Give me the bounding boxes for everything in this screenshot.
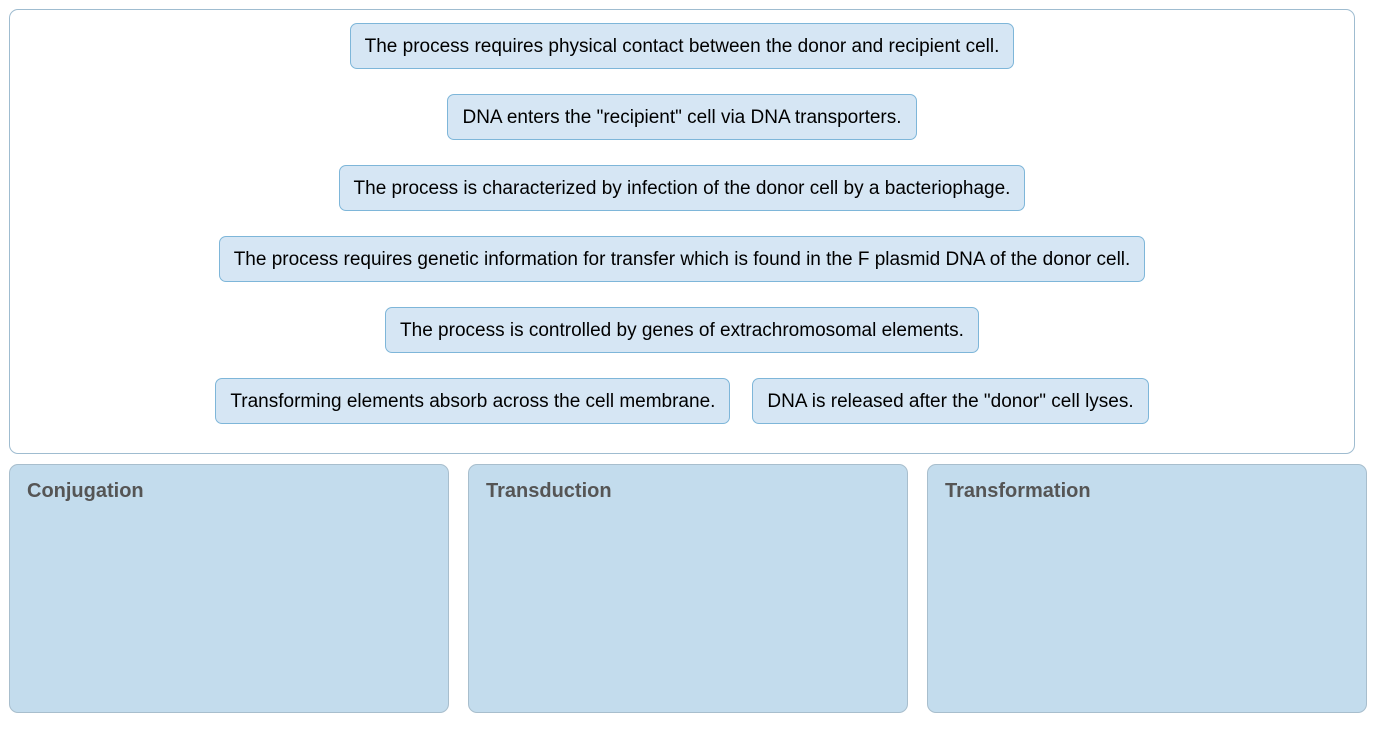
- statement-row: The process requires physical contact be…: [10, 23, 1354, 69]
- dropzone-title: Transformation: [945, 480, 1091, 502]
- dropzone-transformation[interactable]: Transformation: [927, 464, 1367, 713]
- draggable-statement-chip[interactable]: DNA enters the "recipient" cell via DNA …: [447, 94, 917, 140]
- statement-row: DNA enters the "recipient" cell via DNA …: [10, 94, 1354, 140]
- statement-row: The process requires genetic information…: [10, 236, 1354, 282]
- draggable-statement-chip[interactable]: The process requires genetic information…: [218, 236, 1146, 282]
- statement-row: Transforming elements absorb across the …: [10, 378, 1354, 424]
- statement-pool: The process requires physical contact be…: [9, 9, 1355, 454]
- draggable-statement-chip[interactable]: The process requires physical contact be…: [349, 23, 1015, 69]
- dropzone-transduction[interactable]: Transduction: [468, 464, 908, 713]
- draggable-statement-chip[interactable]: DNA is released after the "donor" cell l…: [752, 378, 1149, 424]
- dropzone-title: Transduction: [486, 480, 612, 502]
- dropzone-title: Conjugation: [27, 480, 144, 502]
- draggable-statement-chip[interactable]: The process is controlled by genes of ex…: [385, 307, 979, 353]
- statement-row: The process is controlled by genes of ex…: [10, 307, 1354, 353]
- draggable-statement-chip[interactable]: Transforming elements absorb across the …: [215, 378, 731, 424]
- draggable-statement-chip[interactable]: The process is characterized by infectio…: [338, 165, 1026, 211]
- category-dropzone-list: Conjugation Transduction Transformation: [9, 464, 1367, 714]
- statement-row: The process is characterized by infectio…: [10, 165, 1354, 211]
- dropzone-conjugation[interactable]: Conjugation: [9, 464, 449, 713]
